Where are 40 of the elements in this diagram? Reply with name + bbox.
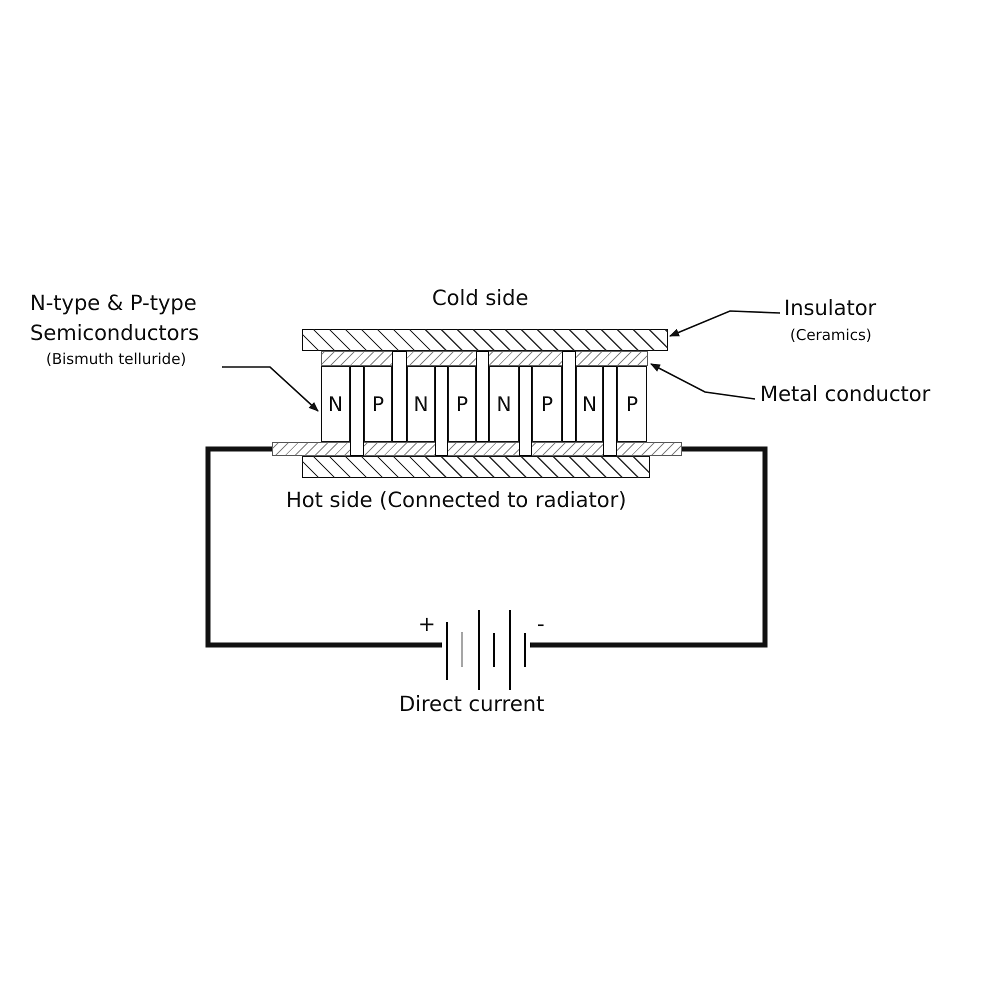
type-letter: N <box>328 392 343 416</box>
metal-interconnect <box>435 366 448 456</box>
semiconductor-pellet <box>364 366 392 442</box>
leader-arrow <box>222 366 319 412</box>
circuit-wire <box>206 446 442 648</box>
ceramic-insulator-plate <box>302 329 668 351</box>
type-letter: N <box>414 392 428 416</box>
circuit-wire <box>530 446 768 648</box>
callout-sublabel: (Ceramics) <box>790 326 872 344</box>
type-letter: P <box>540 392 554 416</box>
callout-label: N-type & P-type Semiconductors <box>30 290 200 347</box>
type-letter: N <box>496 392 512 416</box>
type-letter: P <box>626 392 638 416</box>
side-label: Hot side (Connected to radiator) <box>286 488 626 512</box>
semiconductor-pellet <box>407 366 435 442</box>
type-letter: N <box>582 392 597 416</box>
metal-interconnect <box>562 351 576 442</box>
leader-arrow <box>669 310 780 337</box>
semiconductor-pellet <box>532 366 562 442</box>
polarity-sign: - <box>537 612 545 636</box>
semiconductor-pellet <box>321 366 350 442</box>
metal-interconnect <box>476 351 489 442</box>
ceramic-insulator-plate <box>302 456 650 478</box>
polarity-sign: + <box>418 612 436 636</box>
type-letter: P <box>456 392 468 416</box>
callout-label: Insulator <box>784 296 876 320</box>
semiconductor-pellet <box>489 366 519 442</box>
semiconductor-pellet <box>576 366 603 442</box>
side-label: Cold side <box>432 286 528 310</box>
metal-interconnect <box>603 366 617 456</box>
callout-sublabel: (Bismuth telluride) <box>46 350 186 368</box>
semiconductor-pellet <box>617 366 647 442</box>
semiconductor-pellet <box>448 366 476 442</box>
metal-interconnect <box>392 351 407 442</box>
callout-label: Metal conductor <box>760 382 930 406</box>
metal-interconnect <box>519 366 532 456</box>
leader-arrow <box>650 363 756 400</box>
type-letter: P <box>372 392 384 416</box>
metal-interconnect <box>350 366 364 456</box>
caption-label: Direct current <box>399 692 544 716</box>
